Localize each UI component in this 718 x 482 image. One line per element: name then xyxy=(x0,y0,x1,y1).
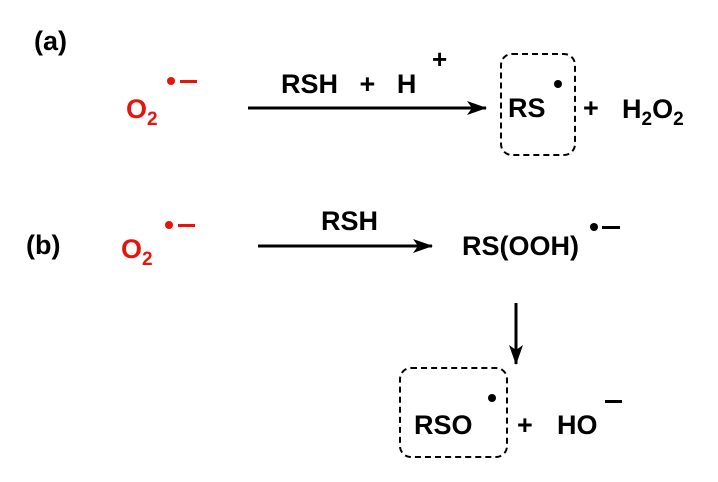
panel-b-reagent: RSH xyxy=(321,206,379,236)
panel-a-reagents: RSH + H xyxy=(281,71,416,98)
reagent-plus: + xyxy=(359,69,376,99)
superoxide-b-radical-dot-icon xyxy=(165,221,173,229)
sulfinyl-radical-box xyxy=(399,367,508,458)
superoxide-base: O xyxy=(126,94,148,124)
hydrogen-peroxide: H2O2 xyxy=(622,94,684,130)
panel-a-superoxide: O2 xyxy=(126,94,158,130)
thiyl-radical: RS xyxy=(508,93,546,123)
intermediate-minus-icon xyxy=(602,226,620,229)
proton-plus-sign: + xyxy=(432,44,448,74)
hydroxide: HO xyxy=(557,410,598,440)
superoxide-b-minus-icon xyxy=(178,224,195,227)
superoxide-subscript: 2 xyxy=(147,109,158,130)
intermediate-radical-dot-icon xyxy=(590,223,598,231)
thiyl-radical-box xyxy=(500,53,576,156)
h2o2-h-subscript: 2 xyxy=(641,109,653,130)
panel-b-label: (b) xyxy=(26,230,61,260)
superoxide-subscript-b: 2 xyxy=(142,249,153,270)
reagent-proton: H xyxy=(396,69,417,99)
panel-b-plus: + xyxy=(517,410,533,440)
panel-b-superoxide: O2 xyxy=(121,234,153,270)
superoxide-radical-dot-icon xyxy=(167,77,175,85)
thiyl-radical-dot-icon xyxy=(554,80,562,88)
panel-a-plus: + xyxy=(583,93,599,123)
peroxy-intermediate: RS(OOH) xyxy=(462,231,579,261)
superoxide-base-b: O xyxy=(121,234,143,264)
sulfinyl-radical-dot-icon xyxy=(488,394,496,402)
superoxide-minus-icon xyxy=(180,80,197,83)
hydroxide-minus-icon xyxy=(605,400,622,403)
panel-a-label: (a) xyxy=(34,26,67,56)
h2o2-h: H xyxy=(622,94,642,124)
sulfinyl-radical: RSO xyxy=(414,410,473,440)
h2o2-o-subscript: 2 xyxy=(673,109,684,130)
h2o2-o: O xyxy=(652,94,674,124)
reagent-rsh: RSH xyxy=(281,69,339,99)
